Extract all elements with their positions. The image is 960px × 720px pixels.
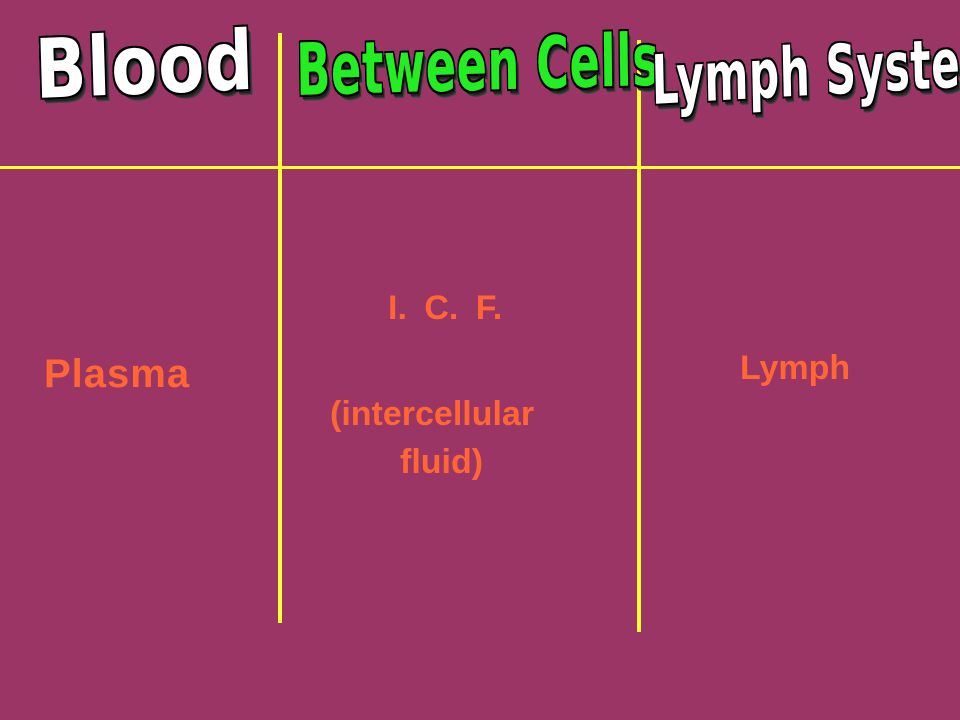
column-divider-left bbox=[278, 33, 282, 623]
cell-icf-description: (intercellular fluid) bbox=[330, 390, 534, 486]
header-lymph-system: Lymph System bbox=[650, 22, 960, 121]
cell-icf: I. C. F. bbox=[388, 289, 503, 327]
icf-description-line1: (intercellular bbox=[330, 395, 535, 433]
icf-description-line2: fluid) bbox=[400, 443, 484, 481]
header-between-cells: Between Cells bbox=[295, 17, 660, 112]
column-divider-right bbox=[637, 40, 641, 632]
header-divider-line bbox=[0, 166, 960, 169]
header-blood: Blood bbox=[33, 13, 256, 118]
cell-lymph: Lymph bbox=[740, 349, 851, 387]
cell-plasma: Plasma bbox=[44, 352, 191, 396]
